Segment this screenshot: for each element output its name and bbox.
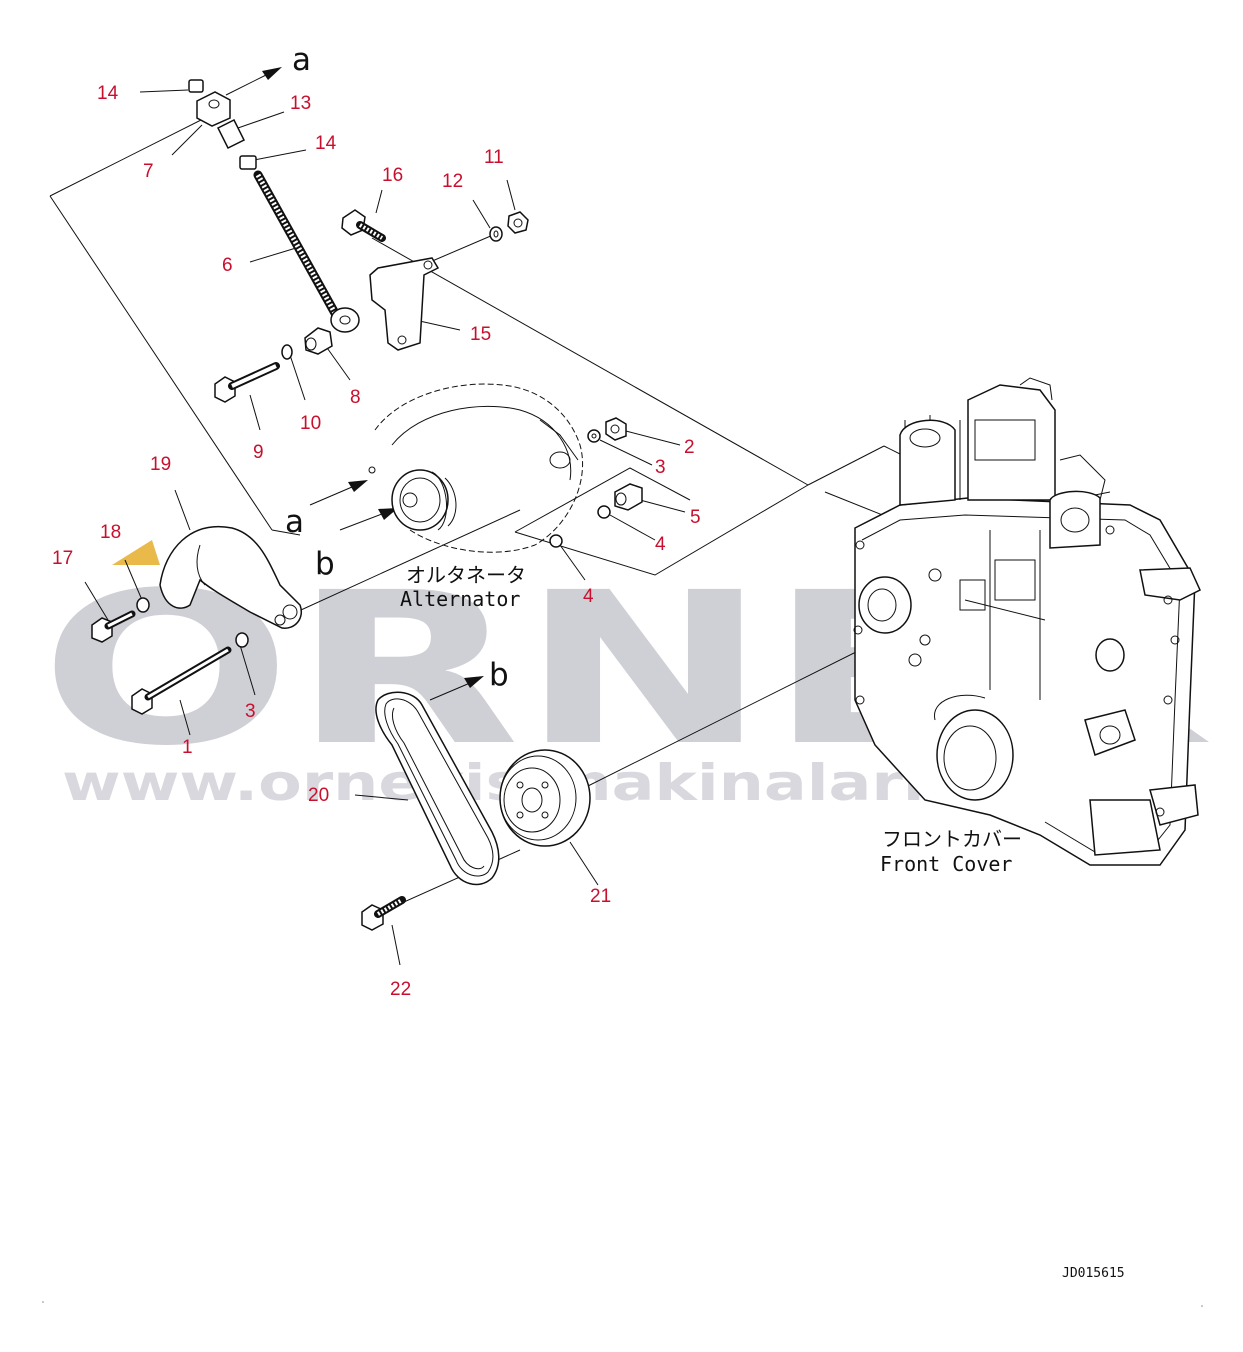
callout-17[interactable]: 17 [52, 548, 73, 569]
callout-5[interactable]: 5 [690, 507, 701, 528]
label-alternator-jp: オルタネータ [406, 563, 526, 587]
bolt-22 [361, 896, 406, 931]
ref-b-alternator: b [315, 546, 335, 582]
hardware-parts [91, 79, 643, 931]
label-front-cover-en: Front Cover [880, 852, 1012, 876]
callout-16[interactable]: 16 [382, 165, 403, 186]
bolt-1 [131, 646, 232, 715]
arrow-b-alt-icon [378, 508, 398, 520]
pulley-21 [499, 749, 591, 847]
ref-a-alternator: a [285, 504, 304, 540]
callout-9[interactable]: 9 [253, 442, 264, 463]
washer-10 [281, 344, 293, 360]
collar-4-lower [549, 534, 563, 548]
part-callouts: 14 13 7 14 16 12 11 6 15 8 10 9 2 3 5 4 … [52, 83, 701, 1000]
callout-1[interactable]: 1 [182, 737, 193, 758]
callout-6[interactable]: 6 [222, 255, 233, 276]
spacer-5 [614, 483, 643, 511]
component-labels: オルタネータ Alternator フロントカバー Front Cover JD… [400, 563, 1125, 1281]
callout-22[interactable]: 22 [390, 979, 411, 1000]
callout-19[interactable]: 19 [150, 454, 171, 475]
washer-18 [136, 597, 150, 613]
nut-14-lower [239, 155, 257, 170]
callout-3-right[interactable]: 3 [655, 457, 666, 478]
reference-arrows [225, 67, 484, 701]
corner-mark-left [42, 1301, 44, 1303]
arrow-a-alt-icon [348, 480, 368, 492]
bush-8 [304, 327, 333, 355]
watermark-accent-mark [112, 540, 160, 565]
reference-letters: a a b b [285, 42, 509, 693]
corner-mark-right [1201, 1305, 1203, 1307]
spacer-13 [216, 118, 246, 150]
collar-4-upper [597, 505, 611, 519]
callout-12[interactable]: 12 [442, 171, 463, 192]
washer-3-left [235, 632, 249, 648]
callout-18[interactable]: 18 [100, 522, 121, 543]
bolt-17 [91, 610, 136, 643]
callout-15[interactable]: 15 [470, 324, 491, 345]
nut-2 [605, 417, 627, 441]
ref-a-top: a [292, 42, 311, 78]
drawing-code: JD015615 [1062, 1266, 1125, 1281]
callout-20[interactable]: 20 [308, 785, 329, 806]
callout-11[interactable]: 11 [484, 147, 504, 168]
block-7 [196, 91, 231, 127]
arrow-a-top-icon [262, 67, 282, 80]
arrow-b-belt-icon [464, 676, 484, 688]
alternator [368, 383, 584, 553]
v-belt-20 [375, 691, 500, 886]
label-front-cover-jp: フロントカバー [882, 827, 1022, 851]
front-cover [853, 377, 1201, 866]
callout-21[interactable]: 21 [590, 886, 611, 907]
label-alternator-en: Alternator [400, 587, 520, 611]
bolt-9 [214, 362, 280, 403]
ref-b-belt: b [489, 657, 509, 693]
callout-13[interactable]: 13 [290, 93, 311, 114]
callout-7[interactable]: 7 [143, 161, 154, 182]
callout-2[interactable]: 2 [684, 437, 695, 458]
callout-leaders [84, 89, 686, 966]
callout-4-lower[interactable]: 4 [583, 586, 594, 607]
washer-12 [489, 226, 503, 242]
callout-14-top[interactable]: 14 [97, 83, 119, 104]
bracket-19 [159, 525, 302, 629]
nut-11 [507, 211, 529, 234]
callout-14-lower[interactable]: 14 [315, 133, 337, 154]
assembly-lines [49, 117, 903, 916]
bracket-15 [369, 257, 440, 351]
callout-8[interactable]: 8 [350, 387, 361, 408]
callout-3-left[interactable]: 3 [245, 701, 256, 722]
washer-3-right [587, 429, 601, 443]
adjust-rod-6 [253, 170, 360, 333]
callout-10[interactable]: 10 [300, 413, 321, 434]
callout-4-upper[interactable]: 4 [655, 534, 666, 555]
nut-14-top [188, 79, 204, 93]
bolt-16 [341, 209, 386, 242]
